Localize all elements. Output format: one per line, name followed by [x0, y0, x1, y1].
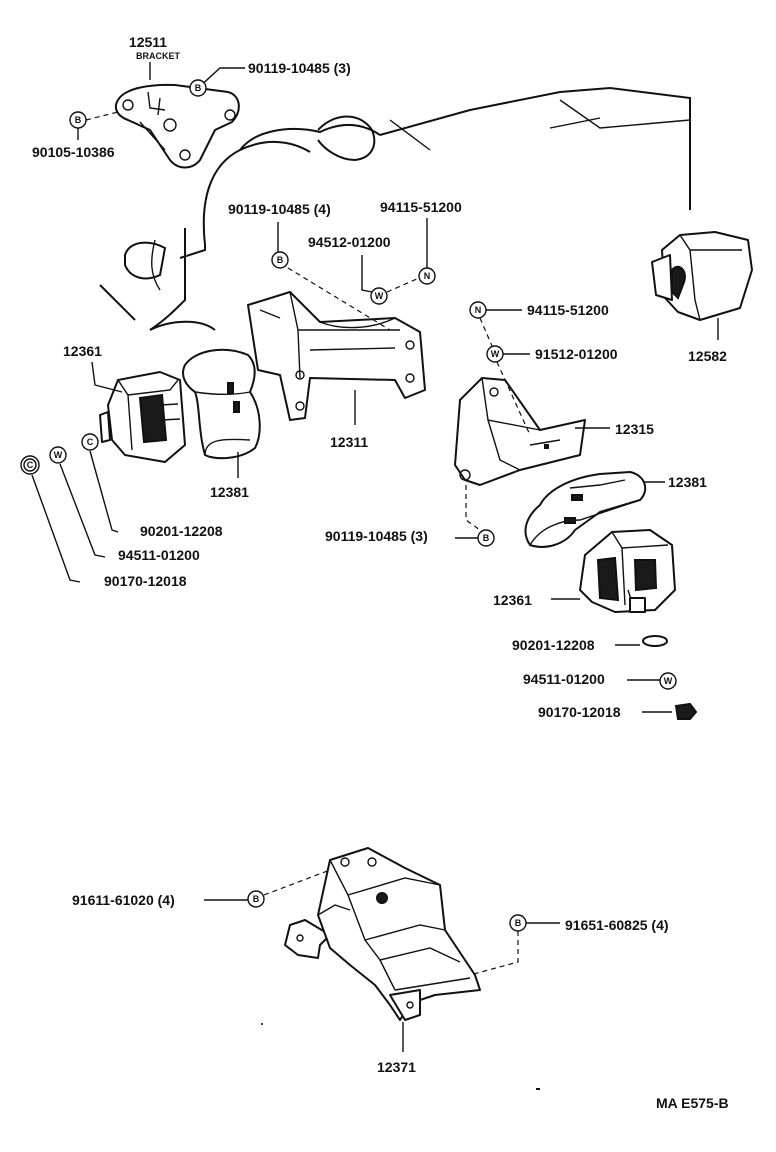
- svg-text:N: N: [475, 305, 482, 315]
- part-12582: [651, 231, 753, 321]
- callout-90170-12018-right: 90170-12018: [538, 704, 621, 720]
- part-number-12311: 12311: [330, 434, 368, 450]
- part-number-12511: 12511: [129, 34, 167, 50]
- callout-90119-10485-3-top: 90119-10485 (3): [248, 60, 351, 76]
- svg-text:B: B: [253, 894, 260, 904]
- part-12371: [284, 847, 481, 1021]
- bolt-symbol: B: [247, 890, 265, 908]
- washer-symbol: W: [659, 672, 677, 690]
- part-number-12381-left: 12381: [210, 484, 249, 500]
- callout-94512-01200: 94512-01200: [308, 234, 391, 250]
- part-12361-left: [99, 371, 186, 463]
- svg-text:B: B: [515, 918, 522, 928]
- callout-94115-51200-top: 94115-51200: [380, 199, 462, 215]
- svg-text:C: C: [27, 460, 34, 470]
- svg-text:B: B: [195, 83, 202, 93]
- callout-90119-10485-4: 90119-10485 (4): [228, 201, 331, 217]
- callout-94511-01200-left: 94511-01200: [118, 547, 200, 563]
- part-number-12381-right: 12381: [668, 474, 707, 490]
- washer-symbol: W: [486, 345, 504, 363]
- nut-symbol: N: [418, 267, 436, 285]
- bracket-label: BRACKET: [136, 51, 181, 61]
- callout-90170-12018-left: 90170-12018: [104, 573, 187, 589]
- part-12381-right: [524, 471, 647, 548]
- part-12315: [454, 377, 586, 486]
- svg-text:N: N: [424, 271, 431, 281]
- washer-symbol: W: [49, 446, 67, 464]
- clip-symbol: C: [81, 433, 99, 451]
- nut-part: [674, 702, 698, 720]
- svg-text:W: W: [54, 450, 63, 460]
- part-12361-right: [579, 529, 676, 613]
- part-number-12371: 12371: [377, 1059, 416, 1075]
- svg-text:W: W: [491, 349, 500, 359]
- part-number-12361-right: 12361: [493, 592, 532, 608]
- part-number-12315: 12315: [615, 421, 654, 437]
- callout-90105-10386: 90105-10386: [32, 144, 115, 160]
- callout-90119-10485-3-right: 90119-10485 (3): [325, 528, 428, 544]
- callout-90201-12208-right: 90201-12208: [512, 637, 595, 653]
- engine-outline: [99, 86, 691, 331]
- svg-text:C: C: [87, 437, 94, 447]
- callout-91512-01200: 91512-01200: [535, 346, 618, 362]
- part-12381-left: [182, 348, 261, 460]
- part-number-12582: 12582: [688, 348, 727, 364]
- bolt-symbol: B: [509, 914, 527, 932]
- clip-symbol: C: [20, 455, 40, 475]
- bolt-symbol: B: [271, 251, 289, 269]
- nut-symbol: N: [469, 301, 487, 319]
- part-12511-bracket: [114, 83, 240, 169]
- svg-text:W: W: [664, 676, 673, 686]
- part-12311: [247, 291, 426, 421]
- bolt-symbol: B: [477, 529, 495, 547]
- bolt-symbol: B: [69, 111, 87, 129]
- callout-94115-51200-right: 94115-51200: [527, 302, 609, 318]
- part-number-12361-left: 12361: [63, 343, 102, 359]
- bolt-symbol: B: [189, 79, 207, 97]
- svg-text:B: B: [277, 255, 284, 265]
- callout-91611-61020-4: 91611-61020 (4): [72, 892, 175, 908]
- callout-94511-01200-right: 94511-01200: [523, 671, 605, 687]
- diagram-code: MA E575-B: [656, 1095, 729, 1111]
- callout-91651-60825-4: 91651-60825 (4): [565, 917, 669, 933]
- washer-ring: [642, 635, 668, 647]
- svg-text:W: W: [375, 291, 384, 301]
- svg-text:B: B: [75, 115, 82, 125]
- svg-text:B: B: [483, 533, 490, 543]
- callout-90201-12208-left: 90201-12208: [140, 523, 223, 539]
- washer-symbol: W: [370, 287, 388, 305]
